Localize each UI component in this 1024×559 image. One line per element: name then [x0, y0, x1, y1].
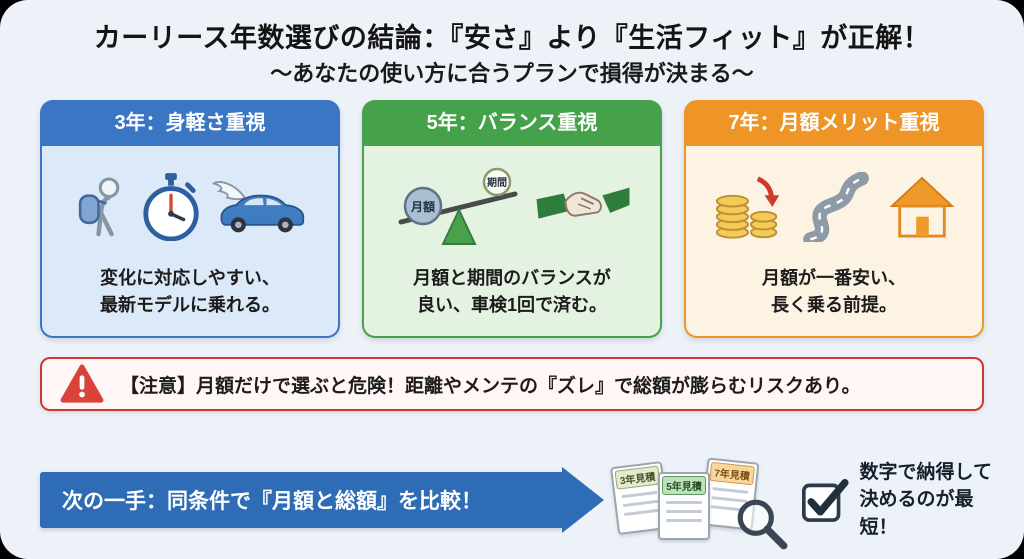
card-5year-body: 月額 期間 月額と期間のバランスが 良い、車検1回で済む。	[362, 146, 662, 338]
next-step-arrow-text: 次の一手：同条件で『月額と総額』を比較！	[62, 490, 482, 513]
card-7year: 7年：月額メリット重視	[684, 100, 984, 338]
card-3year-header: 3年：身軽さ重視	[40, 100, 340, 146]
next-step-row: 次の一手：同条件で『月額と総額』を比較！ 3年見積 5年見積 7年見積	[40, 448, 1010, 552]
card-5year-header: 5年：バランス重視	[362, 100, 662, 146]
conclusion-text: 数字で納得して 決めるのが最短！	[859, 461, 992, 538]
conclusion: 数字で納得して 決めるのが最短！	[802, 459, 1010, 542]
quote-doc-5year-label: 5年見積	[662, 476, 706, 495]
card-3year: 3年：身軽さ重視	[40, 100, 340, 338]
document-lines	[660, 501, 708, 522]
quote-doc-7year-label: 7年見積	[709, 461, 756, 486]
backpack-person-icon	[78, 177, 120, 237]
card-5year-text: 月額と期間のバランスが 良い、車検1回で済む。	[413, 268, 611, 315]
balance-scale-icon: 月額 期間	[398, 167, 518, 245]
card-7year-icons	[711, 159, 957, 255]
quote-doc-5year: 5年見積	[658, 472, 710, 540]
arrow-tip-icon	[562, 467, 604, 533]
plan-cards: 3年：身軽さ重視	[40, 100, 984, 338]
card-3year-icons	[74, 159, 306, 255]
card-3year-body: 変化に対応しやすい、 最新モデルに乗れる。	[40, 146, 340, 338]
stopwatch-icon	[143, 173, 199, 241]
magnifying-glass-icon	[737, 499, 788, 550]
card-7year-body: 月額が一番安い、 長く乗る前提。	[684, 146, 984, 338]
page-title: カーリース年数選びの結論：『安さ』より『生活フィット』が正解！	[93, 23, 931, 53]
card-5year: 5年：バランス重視 月額 期間	[362, 100, 662, 338]
scale-right-label: 期間	[487, 176, 507, 189]
card-7year-text: 月額が一番安い、 長く乗る前提。	[762, 268, 906, 315]
page-subtitle: 〜あなたの使い方に合うプランで損得が決まる〜	[270, 61, 754, 86]
quote-doc-3year-label: 3年見積	[614, 465, 661, 490]
next-step-arrow: 次の一手：同条件で『月額と総額』を比較！	[40, 467, 604, 533]
card-5year-icons: 月額 期間	[393, 159, 631, 255]
warning-triangle-icon	[60, 364, 104, 403]
winding-road-icon	[803, 172, 869, 242]
card-7year-header: 7年：月額メリット重視	[684, 100, 984, 146]
winged-car-icon	[212, 181, 305, 233]
coins-down-arrow-icon	[715, 176, 780, 239]
card-3year-text: 変化に対応しやすい、 最新モデルに乗れる。	[100, 268, 280, 315]
checkbox-check-icon	[802, 478, 849, 522]
handshake-icon	[536, 187, 630, 219]
warning-banner: 【注意】月額だけで選ぶと危険！距離やメンテの『ズレ』で総額が膨らむリスクあり。	[40, 357, 984, 411]
quotes-illustration: 3年見積 5年見積 7年見積	[610, 448, 788, 552]
house-icon	[889, 176, 955, 238]
warning-text: 【注意】月額だけで選ぶと危険！距離やメンテの『ズレ』で総額が膨らむリスクあり。	[120, 375, 861, 397]
next-step-arrow-bar: 次の一手：同条件で『月額と総額』を比較！	[40, 472, 562, 528]
scale-left-label: 月額	[410, 199, 435, 214]
